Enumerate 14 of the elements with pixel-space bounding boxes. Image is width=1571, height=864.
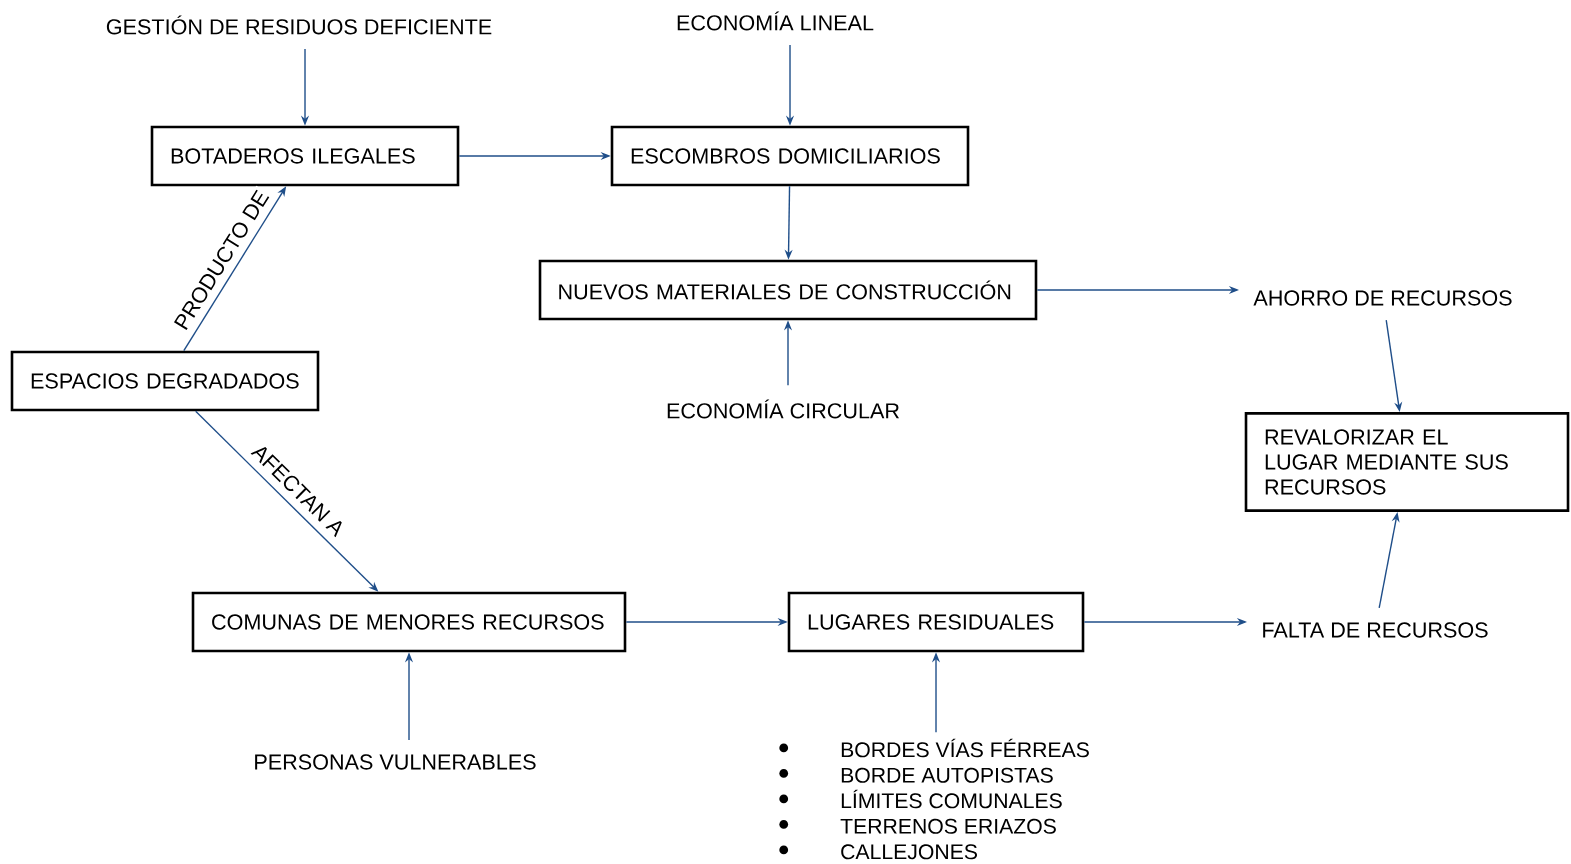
text-label: ECONOMÍA LINEAL xyxy=(677,11,874,31)
text-label: GESTIÓN DE RESIDUOS DEFICIENTE xyxy=(106,15,492,35)
process-box: NUEVOS MATERIALES DE CONSTRUCCIÓN xyxy=(538,259,1038,321)
text-label: FALTA DE RECURSOS xyxy=(1263,622,1488,638)
process-box: ESCOMBROS DOMICILIARIOS xyxy=(610,125,970,187)
process-box: ESPACIOS DEGRADADOS xyxy=(10,350,320,412)
text-label: AHORRO DE RECURSOS xyxy=(1253,290,1512,306)
process-box: COMUNAS DE MENORES RECURSOS xyxy=(191,591,627,653)
text-label: PERSONAS VULNERABLES xyxy=(255,754,536,770)
text-label: ECONOMÍA CIRCULAR xyxy=(667,399,899,419)
process-box: BOTADEROS ILEGALES xyxy=(150,125,460,187)
bullet-list: BORDES VÍAS FÉRREAS BORDE AUTOPISTAS LÍMITES COMUNALES TERRENOS ERIAZOS CALLEJONES xyxy=(840,738,1089,860)
process-box: REVALORIZAR EL LUGAR MEDIANTE SUS RECURSOS xyxy=(1244,412,1570,512)
process-box: LUGARES RESIDUALES xyxy=(787,591,1085,653)
